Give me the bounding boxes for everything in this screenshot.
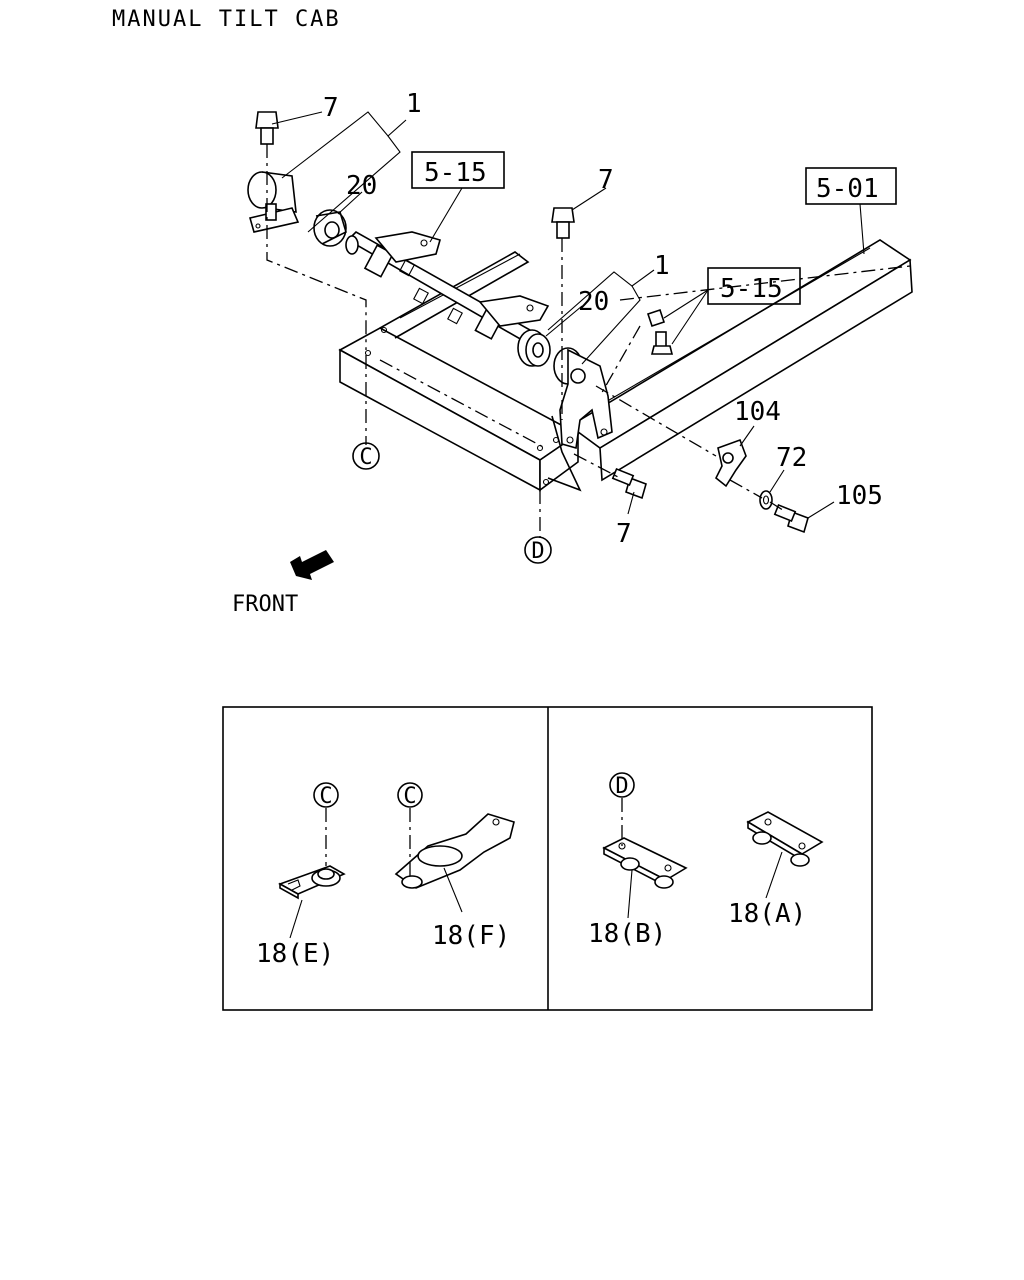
- diagram-title: MANUAL TILT CAB: [112, 7, 341, 32]
- marker-circle-c-inset-f: [397, 782, 423, 808]
- callout-20-left: 20: [346, 171, 377, 201]
- ref-box-5-01: [805, 167, 897, 205]
- assembly-center-lines: [266, 144, 911, 538]
- callout-105: 105: [836, 481, 883, 511]
- ref-box-5-15-upper: [411, 151, 505, 189]
- ref-5-15-lower: 5-15: [720, 274, 783, 304]
- right-mount-bracket: [553, 347, 613, 450]
- marker-circle-d-main: [524, 536, 552, 564]
- part-18f-bracket: [394, 813, 515, 889]
- callout-104: 104: [734, 397, 781, 427]
- part-18a-plate: [746, 811, 824, 867]
- leader-lines: [271, 111, 865, 519]
- callout-7-top-left: 7: [323, 93, 339, 123]
- callout-1-left: 1: [406, 89, 422, 119]
- label-18f: 18(F): [432, 921, 510, 951]
- bolt-bottom: [611, 467, 647, 500]
- front-arrow-icon: [290, 550, 334, 580]
- part-18b-plate: [602, 837, 688, 889]
- bolt-top-left: [255, 111, 279, 145]
- marker-circle-d-inset-b: [609, 772, 635, 798]
- callout-72: 72: [776, 443, 807, 473]
- ref-5-15-upper: 5-15: [424, 158, 487, 188]
- cross-member-frame: [338, 251, 580, 492]
- marker-circle-c-inset-e: [313, 782, 339, 808]
- bolt-top-mid: [551, 207, 575, 239]
- callout-1-right: 1: [654, 251, 670, 281]
- marker-c-inset-e: C: [319, 784, 332, 809]
- marker-c-inset-f: C: [403, 784, 416, 809]
- callout-7-bottom: 7: [616, 519, 632, 549]
- callout-7-top-mid: 7: [598, 165, 614, 195]
- part-18e-plate: [278, 865, 346, 900]
- callout-20-right: 20: [578, 287, 609, 317]
- bolt-105: [773, 503, 809, 534]
- marker-circle-c-main: [352, 442, 380, 470]
- ref-box-5-15-lower: [707, 267, 801, 305]
- marker-d-inset-b: D: [615, 774, 628, 799]
- left-mount-bracket: [247, 171, 300, 233]
- right-bushing: [517, 329, 551, 367]
- small-bolt-5-15: [646, 308, 674, 355]
- label-18b: 18(B): [588, 919, 666, 949]
- front-label: FRONT: [232, 592, 298, 617]
- torsion-bar-shaft: [345, 231, 550, 342]
- label-18e: 18(E): [256, 939, 334, 969]
- marker-d-main: D: [531, 539, 544, 564]
- lock-lever: [714, 438, 747, 488]
- marker-c-main: C: [359, 445, 372, 470]
- washer: [759, 490, 773, 510]
- side-rail-frame: [568, 239, 913, 482]
- left-bushing: [313, 209, 347, 247]
- label-18a: 18(A): [728, 899, 806, 929]
- ref-5-01: 5-01: [816, 174, 879, 204]
- break-symbol: [547, 415, 582, 492]
